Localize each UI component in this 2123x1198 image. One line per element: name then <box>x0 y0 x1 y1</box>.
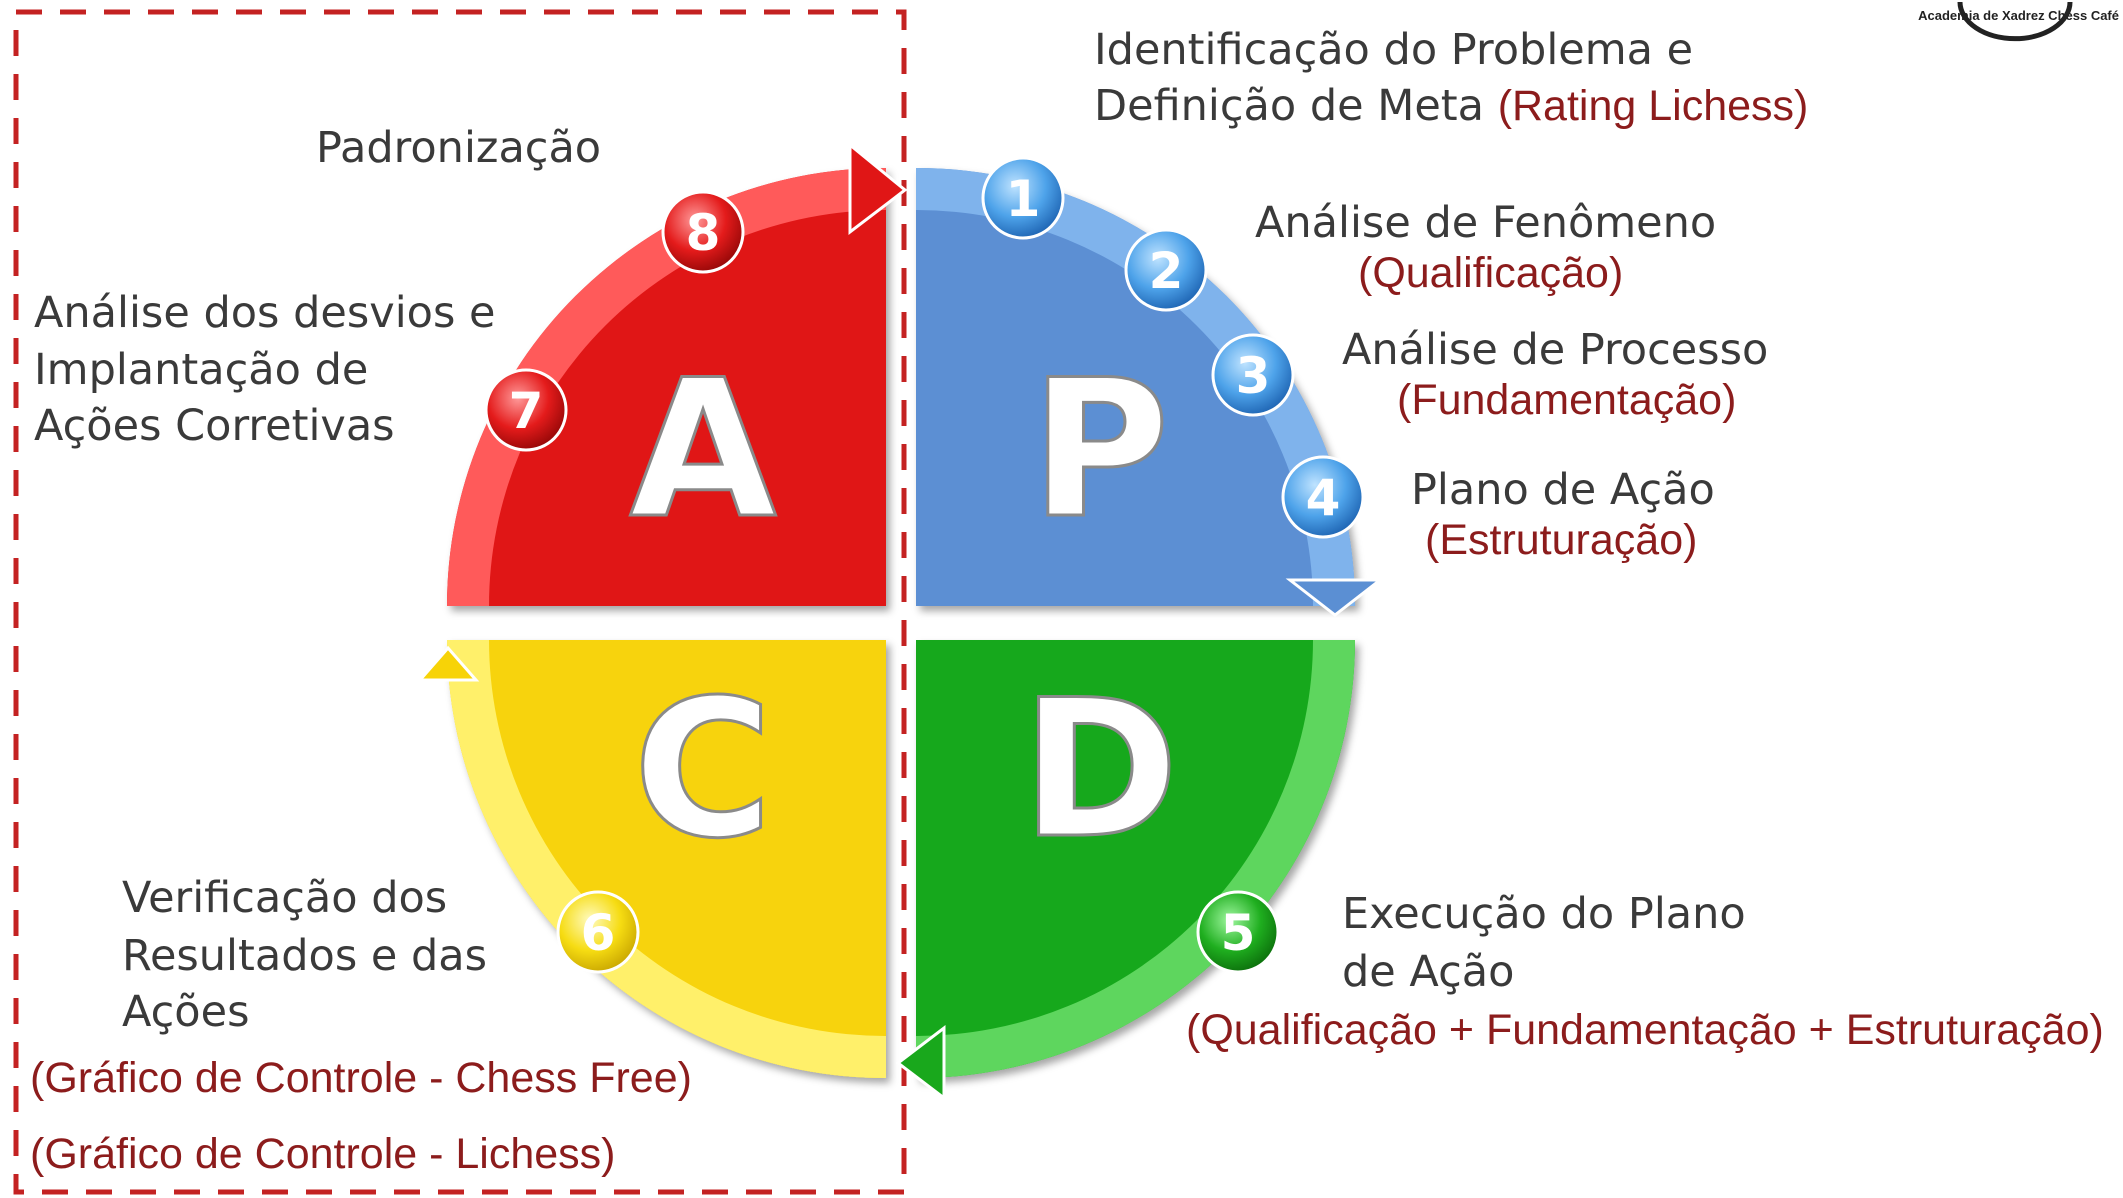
step-badge-5: 5 <box>1196 890 1280 974</box>
step-badge-6: 6 <box>556 890 640 974</box>
dashed-frame <box>13 9 907 1195</box>
step-badge-4: 4 <box>1281 455 1365 539</box>
step7-line2: Implantação de <box>34 345 369 395</box>
step6-line1: Verificação dos <box>122 873 448 923</box>
step3-title: Análise de Processo <box>1342 325 1769 375</box>
step-badge-2: 2 <box>1124 228 1208 312</box>
step1-note: (Rating Lichess) <box>1497 82 1809 130</box>
svg-text:7: 7 <box>509 382 544 440</box>
logo-text: Academia de Xadrez Chess Café <box>1918 8 2119 23</box>
chess-cafe-logo-icon <box>1957 1 2073 42</box>
step2-note: (Qualificação) <box>1358 249 1624 297</box>
quadrant-do-rim <box>916 640 1355 1079</box>
step-badge-8: 8 <box>661 190 745 274</box>
svg-text:4: 4 <box>1306 469 1341 527</box>
step6-line3: Ações <box>122 987 250 1037</box>
quadrant-check <box>447 640 886 1079</box>
arrow-check-to-act-icon <box>416 645 480 682</box>
quadrant-plan <box>916 167 1355 606</box>
svg-text:1: 1 <box>1006 170 1041 228</box>
svg-text:8: 8 <box>686 204 721 262</box>
step5-note: (Qualificação + Fundamentação + Estrutur… <box>1186 1006 2104 1054</box>
letter-check: C <box>633 659 772 880</box>
step6-line2: Resultados e das <box>122 931 488 981</box>
svg-text:2: 2 <box>1149 242 1184 300</box>
step-badge-7: 7 <box>484 368 568 452</box>
arrow-act-to-plan-icon <box>848 141 908 236</box>
svg-text:6: 6 <box>581 904 616 962</box>
step8-title: Padronização <box>316 123 602 173</box>
arrow-do-to-check-icon <box>895 1024 946 1102</box>
quadrant-check-rim <box>447 640 886 1079</box>
arrow-plan-to-do-icon <box>1285 578 1385 617</box>
step7-line3: Ações Corretivas <box>34 401 395 451</box>
step6-note2: (Gráfico de Controle - Lichess) <box>30 1130 616 1178</box>
quadrant-do <box>916 640 1355 1079</box>
step4-note: (Estruturação) <box>1425 516 1698 564</box>
step1-line2: Definição de Meta <box>1094 81 1485 131</box>
step7-line1: Análise dos desvios e <box>34 288 496 338</box>
letter-act: A <box>629 339 776 560</box>
step5-line1: Execução do Plano <box>1342 889 1746 939</box>
svg-text:5: 5 <box>1221 904 1256 962</box>
step6-note1: (Gráfico de Controle - Chess Free) <box>30 1054 692 1102</box>
step5-line2: de Ação <box>1342 947 1515 997</box>
step1-line2-row: Definição de Meta (Rating Lichess) <box>1094 78 1808 135</box>
step4-title: Plano de Ação <box>1411 465 1715 515</box>
step3-note: (Fundamentação) <box>1397 376 1737 424</box>
letter-do: D <box>1021 659 1179 880</box>
svg-text:3: 3 <box>1236 347 1271 405</box>
letter-plan: P <box>1030 339 1169 560</box>
step2-title: Análise de Fenômeno <box>1255 198 1717 248</box>
step-badge-3: 3 <box>1211 333 1295 417</box>
quadrant-act <box>447 167 886 607</box>
step-badge-1: 1 <box>981 156 1065 240</box>
step1-line1: Identificação do Problema e <box>1094 25 1694 75</box>
